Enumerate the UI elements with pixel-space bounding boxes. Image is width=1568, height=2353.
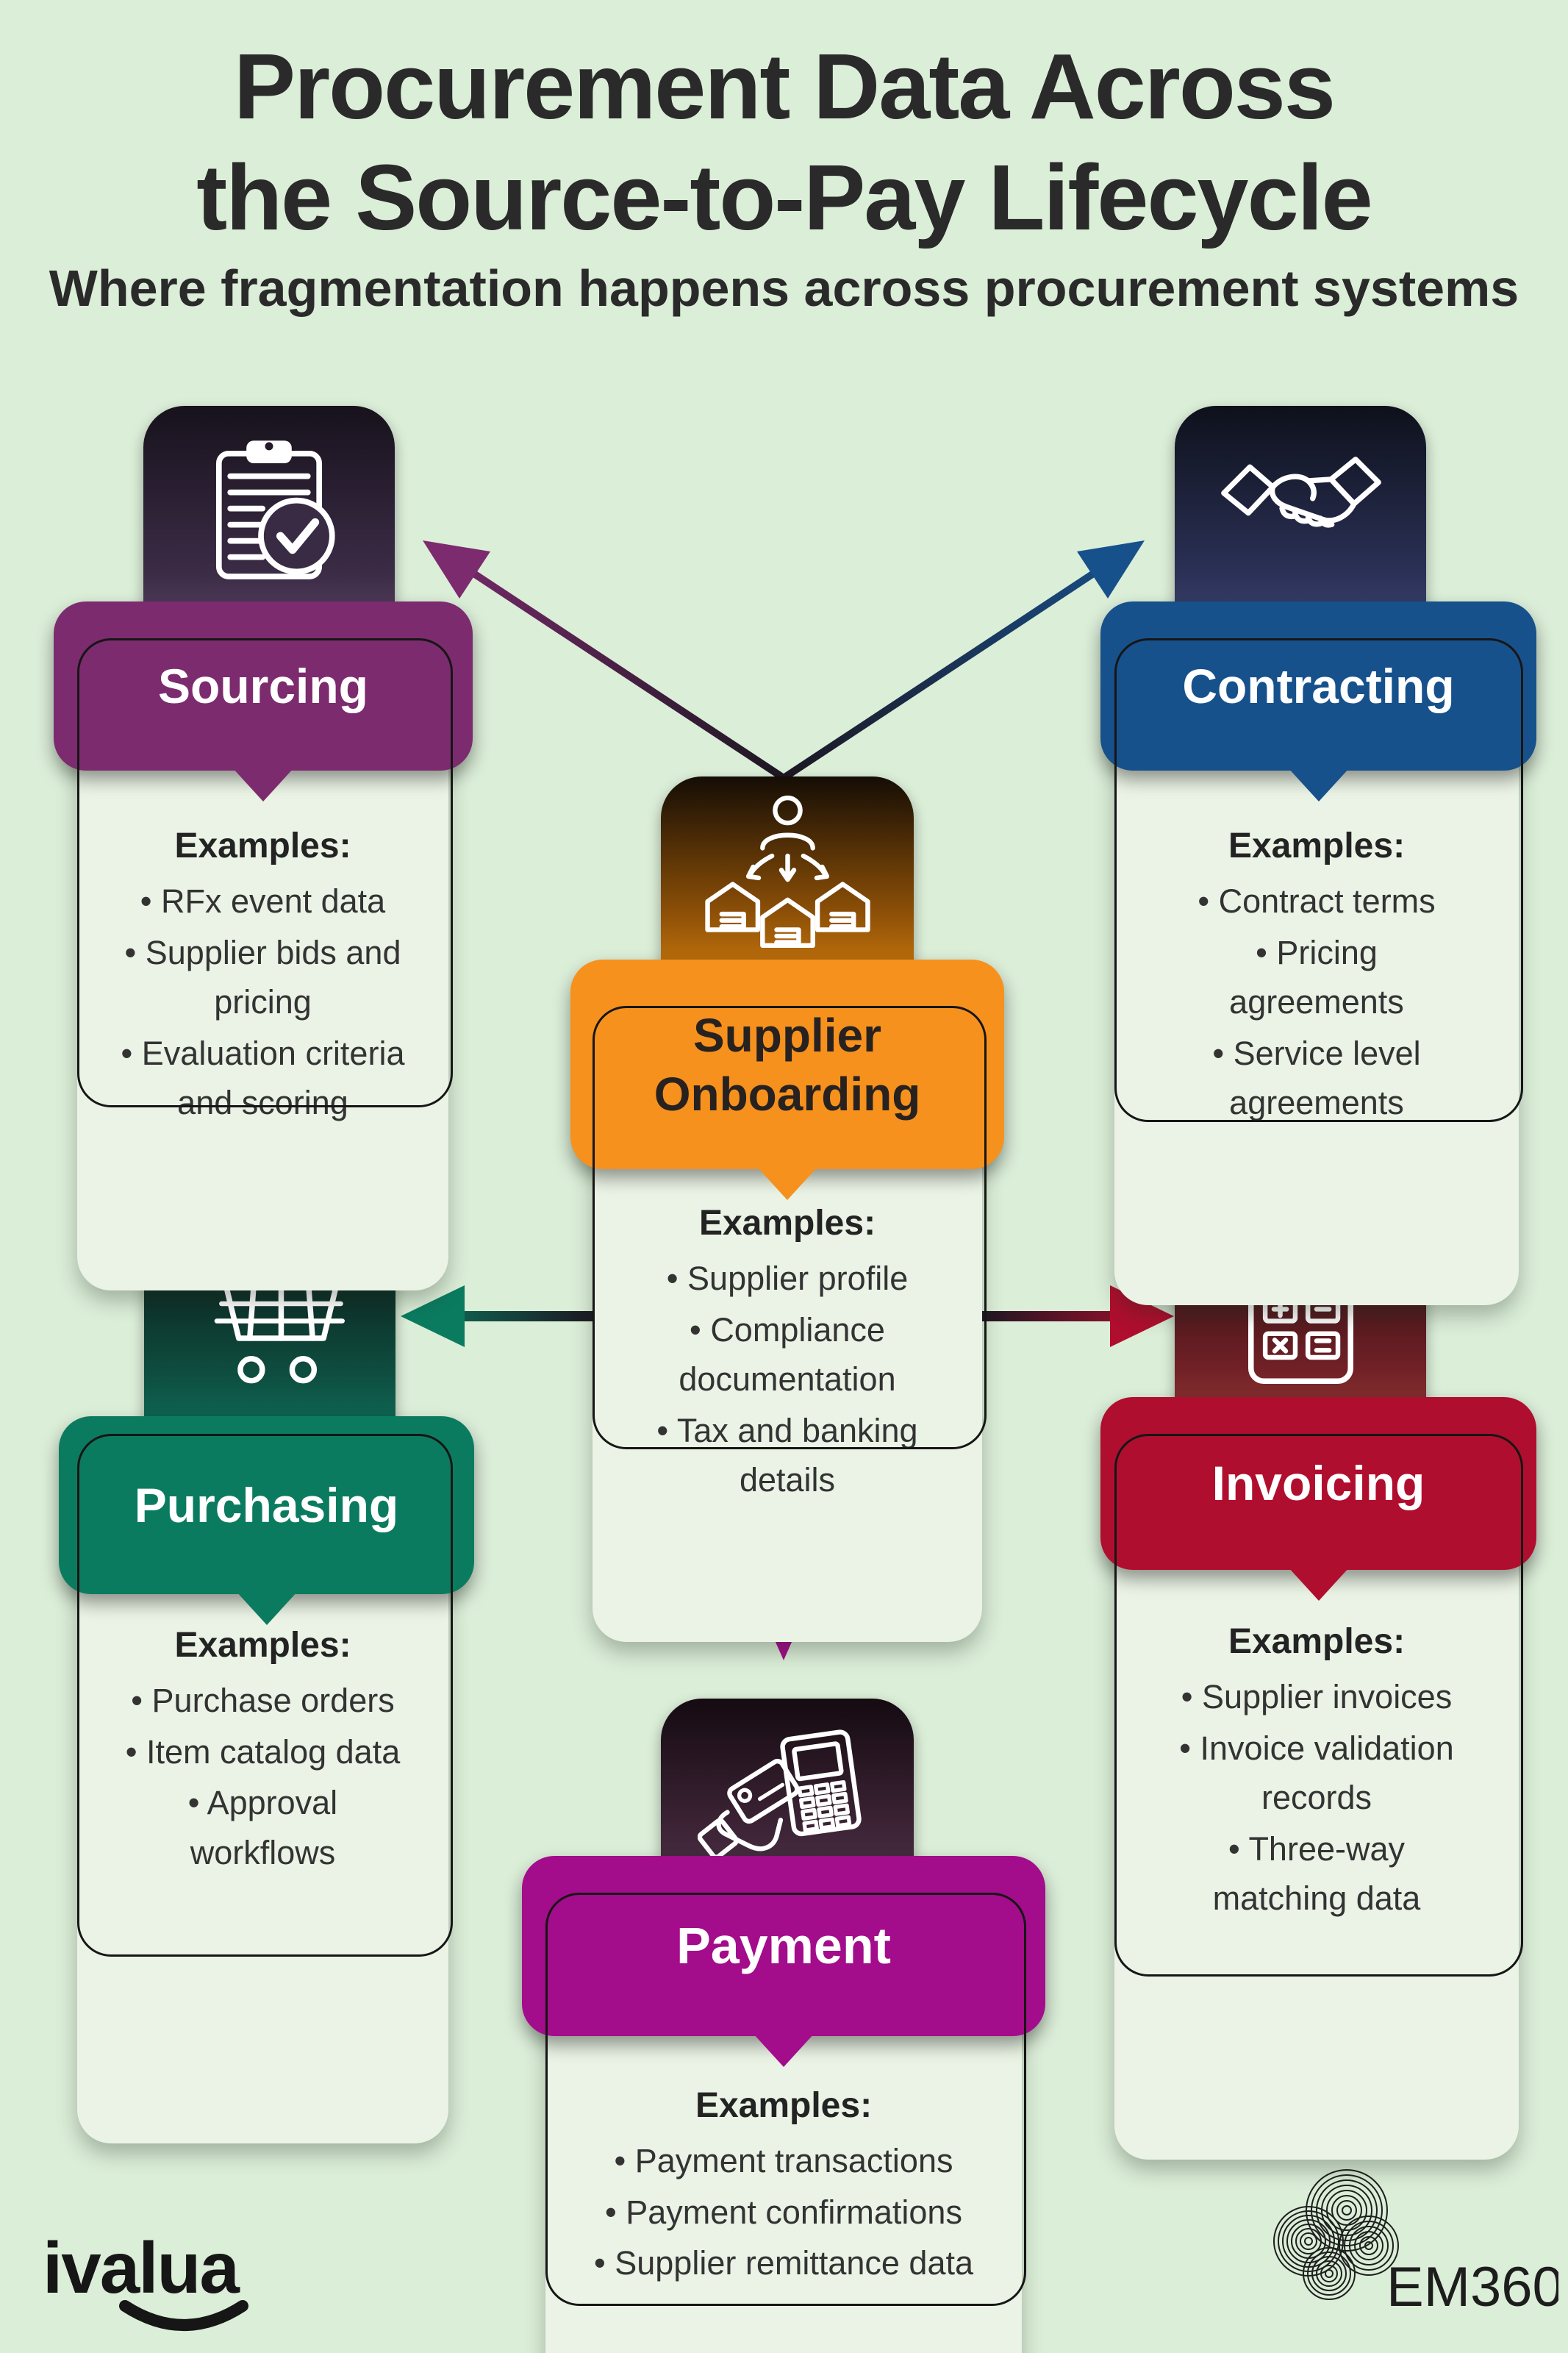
sourcing-example-list: RFx event data Supplier bids and pricing… — [94, 876, 432, 1128]
purchasing-header: Purchasing — [59, 1416, 474, 1625]
page-title-line2: the Source-to-Pay Lifecycle — [196, 146, 1373, 250]
supplier-onboarding-header-notch — [756, 1166, 818, 1200]
example-item: Three-way matching data — [1157, 1824, 1477, 1924]
supplier-onboarding-example-list: Supplier profile Compliance documentatio… — [615, 1254, 960, 1505]
examples-heading: Examples: — [695, 2086, 873, 2125]
example-item: Item catalog data — [126, 1727, 400, 1777]
examples-heading: Examples: — [174, 826, 351, 865]
example-item: RFx event data — [140, 876, 385, 926]
example-item: Evaluation criteria and scoring — [94, 1029, 432, 1128]
arrow-to-purchasing — [401, 1285, 595, 1347]
examples-heading: Examples: — [1228, 826, 1406, 865]
contracting-header: Contracting — [1100, 601, 1536, 801]
examples-heading: Examples: — [1228, 1622, 1406, 1661]
sourcing-header-notch — [232, 768, 294, 801]
arrow-to-invoicing — [978, 1285, 1174, 1347]
sourcing-label: Sourcing — [157, 658, 368, 713]
sourcing-header: Sourcing — [54, 601, 473, 801]
em360-label: EM360 — [1386, 2256, 1558, 2318]
example-item: Supplier invoices — [1181, 1672, 1452, 1722]
supplier-onboarding-label: Supplier Onboarding — [654, 1008, 921, 1121]
example-item: Supplier remittance data — [594, 2238, 973, 2288]
card-payment-icon — [697, 1729, 862, 1860]
arrow-to-contracting — [781, 540, 1145, 782]
example-item: Approval workflows — [118, 1778, 408, 1877]
ivalua-logo: ivalua — [43, 2227, 240, 2308]
example-item: Supplier profile — [667, 1254, 908, 1304]
example-item: Supplier bids and pricing — [94, 928, 432, 1027]
handshake-icon — [1221, 457, 1381, 528]
example-item: Pricing agreements — [1170, 928, 1464, 1027]
purchasing-example-list: Purchase orders Item catalog data Approv… — [118, 1676, 408, 1877]
example-item: Payment transactions — [615, 2136, 953, 2186]
contracting-example-list: Contract terms Pricing agreements Servic… — [1170, 876, 1464, 1128]
contracting-label: Contracting — [1182, 658, 1455, 713]
contracting-header-notch — [1287, 768, 1350, 801]
example-item: Compliance documentation — [615, 1305, 960, 1404]
invoicing-header: Invoicing — [1100, 1397, 1536, 1601]
purchasing-label: Purchasing — [134, 1477, 399, 1532]
examples-heading: Examples: — [698, 1204, 876, 1243]
supplier-network-icon — [704, 795, 870, 949]
clipboard-check-icon — [215, 440, 335, 579]
example-item: Purchase orders — [131, 1676, 395, 1726]
page-title: Procurement Data Across the Source-to-Pa… — [0, 31, 1568, 253]
em360-logo: EM360 — [1273, 2169, 1558, 2318]
example-item: Invoice validation records — [1157, 1724, 1477, 1823]
page-subtitle: Where fragmentation happens across procu… — [49, 260, 1519, 317]
example-item: Tax and banking details — [615, 1406, 960, 1505]
example-item: Service level agreements — [1170, 1029, 1464, 1128]
payment-example-list: Payment transactions Payment confirmatio… — [594, 2136, 973, 2288]
em360-swirl-icon — [1273, 2169, 1399, 2300]
payment-header: Payment — [522, 1856, 1045, 2067]
example-item: Payment confirmations — [605, 2188, 962, 2238]
payment-label: Payment — [676, 1916, 891, 1974]
ivalua-smile-icon — [119, 2300, 248, 2331]
example-item: Contract terms — [1198, 876, 1436, 926]
supplier-onboarding-header: Supplier Onboarding — [570, 960, 1004, 1200]
invoicing-label: Invoicing — [1211, 1456, 1425, 1511]
payment-header-notch — [753, 2033, 815, 2067]
invoicing-header-notch — [1287, 1567, 1350, 1601]
purchasing-header-notch — [235, 1591, 298, 1625]
arrow-to-sourcing — [423, 540, 786, 782]
page-title-line1: Procurement Data Across — [234, 35, 1336, 138]
invoicing-example-list: Supplier invoices Invoice validation rec… — [1157, 1672, 1477, 1924]
examples-heading: Examples: — [174, 1626, 351, 1665]
